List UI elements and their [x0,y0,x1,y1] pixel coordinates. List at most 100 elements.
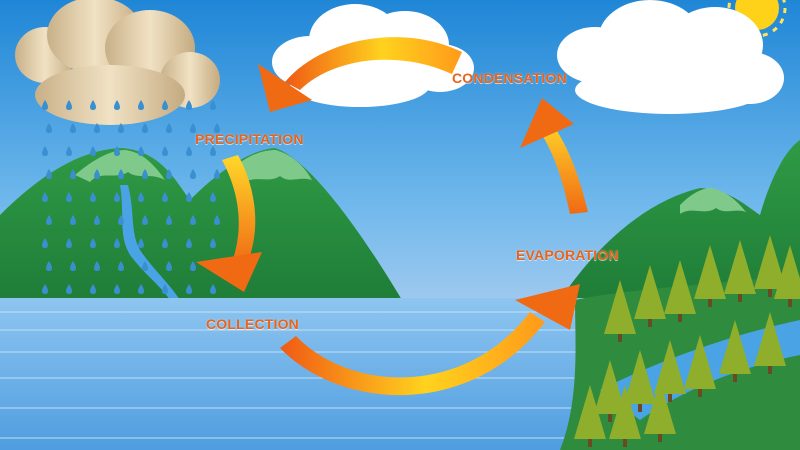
raindrop [166,261,172,271]
label-condensation: CONDENSATION [452,70,567,86]
raindrop [66,238,72,248]
raindrop [210,146,216,156]
raindrop [138,192,144,202]
raindrop [66,146,72,156]
raindrop [66,192,72,202]
tree [574,385,606,447]
raindrop [118,169,124,179]
raindrop [118,215,124,225]
river-left [120,185,180,300]
raindrop [186,100,192,110]
raindrop [90,284,96,294]
cloud-right [557,0,784,114]
tree [594,360,626,422]
tree [634,265,666,327]
raindrop [70,123,76,133]
raindrop [94,261,100,271]
rain-cloud [15,0,220,125]
raindrop [114,238,120,248]
raindrop [66,284,72,294]
tree [624,350,656,412]
raindrop [46,169,52,179]
raindrop [138,238,144,248]
raindrop [46,261,52,271]
raindrop [214,169,220,179]
raindrop [190,123,196,133]
raindrop [42,146,48,156]
raindrop [138,284,144,294]
label-precipitation: PRECIPITATION [195,131,304,147]
raindrop [114,284,120,294]
raindrop [162,192,168,202]
raindrop [114,192,120,202]
raindrop [46,215,52,225]
raindrop [214,123,220,133]
tree [684,335,716,397]
raindrop [118,123,124,133]
rain [42,100,220,294]
tree [719,320,751,382]
cycle-arrows [196,37,588,396]
raindrop [94,169,100,179]
raindrop [190,169,196,179]
raindrop [94,123,100,133]
tree [754,235,786,297]
raindrop [94,215,100,225]
raindrop [210,238,216,248]
raindrop [42,238,48,248]
label-evaporation: EVAPORATION [516,247,619,263]
raindrop [90,192,96,202]
tree [724,240,756,302]
raindrop [114,100,120,110]
raindrop [90,238,96,248]
raindrop [162,100,168,110]
raindrop [142,123,148,133]
tree [644,380,676,442]
raindrop [162,284,168,294]
raindrop [70,215,76,225]
label-collection: COLLECTION [206,316,299,332]
raindrop [118,261,124,271]
raindrop [138,100,144,110]
trees [574,235,800,447]
raindrop [42,284,48,294]
raindrop [190,261,196,271]
raindrop [90,100,96,110]
tree [609,385,641,447]
raindrop [166,215,172,225]
raindrop [114,146,120,156]
raindrop [186,146,192,156]
raindrop [70,169,76,179]
tree [774,245,800,307]
arrow-condensation-to-precipitation [258,37,462,112]
tree [664,260,696,322]
arrow-evaporation-to-condensation [520,98,588,214]
raindrop [190,215,196,225]
arrow-collection-to-evaporation [280,284,580,396]
raindrop [46,123,52,133]
tree [604,280,636,342]
raindrop [210,284,216,294]
raindrop [162,146,168,156]
raindrop [166,169,172,179]
raindrop [214,215,220,225]
raindrop [42,100,48,110]
tree [694,245,726,307]
raindrop [138,146,144,156]
raindrop [162,238,168,248]
raindrop [142,261,148,271]
raindrop [66,100,72,110]
tree [754,312,786,374]
raindrop [186,238,192,248]
raindrop [166,123,172,133]
raindrop [186,192,192,202]
raindrop [70,261,76,271]
tree [654,340,686,402]
raindrop [142,215,148,225]
raindrop [210,192,216,202]
arrow-precipitation-to-collection [196,155,262,292]
raindrop [42,192,48,202]
raindrop [186,284,192,294]
